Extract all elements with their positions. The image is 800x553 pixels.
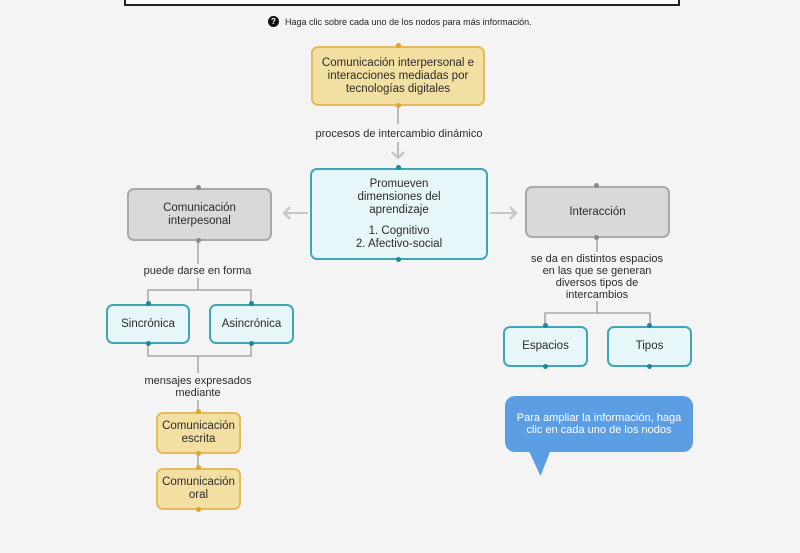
espacios-label: Espacios bbox=[522, 340, 569, 352]
root-node-label: Comunicación interpersonal e interaccion… bbox=[321, 56, 475, 95]
escrita-label: Comunicación escrita bbox=[162, 420, 235, 445]
asincronica-node[interactable]: Asincrónica bbox=[209, 304, 294, 344]
asincronica-label: Asincrónica bbox=[221, 317, 282, 330]
center-node-item-cognitivo: 1. Cognitivo bbox=[368, 224, 430, 237]
escrita-bottom-dot bbox=[196, 451, 201, 456]
oral-top-dot bbox=[196, 465, 201, 470]
right-node[interactable]: Interacción bbox=[525, 186, 670, 238]
root-node[interactable]: Comunicación interpersonal e interaccion… bbox=[311, 46, 485, 106]
center-bottom-dot bbox=[396, 257, 401, 262]
help-hint: ? Haga clic sobre cada uno de los nodos … bbox=[268, 16, 532, 27]
info-bubble-text: Para ampliar la información, haga clic e… bbox=[516, 412, 682, 436]
left-bottom-dot bbox=[196, 238, 201, 243]
tipos-bottom-dot bbox=[647, 364, 652, 369]
sincronica-bottom-dot bbox=[146, 341, 151, 346]
oral-label: Comunicación oral bbox=[162, 476, 235, 501]
sincronica-label: Sincrónica bbox=[121, 317, 175, 330]
top-frame bbox=[124, 0, 680, 6]
left-top-dot bbox=[196, 185, 201, 190]
center-top-dot bbox=[396, 165, 401, 170]
link-label-root-center: procesos de intercambio dinámico bbox=[300, 128, 498, 140]
sincronica-node[interactable]: Sincrónica bbox=[106, 304, 190, 344]
right-bottom-dot bbox=[594, 235, 599, 240]
escrita-node[interactable]: Comunicación escrita bbox=[156, 412, 241, 454]
espacios-node[interactable]: Espacios bbox=[503, 326, 588, 367]
tipos-label: Tipos bbox=[635, 340, 664, 352]
tipos-node[interactable]: Tipos bbox=[607, 326, 692, 367]
root-top-dot bbox=[396, 43, 401, 48]
center-node[interactable]: Promueven dimensiones del aprendizaje 1.… bbox=[310, 168, 488, 260]
center-node-item-afectivo: 2. Afectivo-social bbox=[355, 237, 443, 250]
help-text: Haga clic sobre cada uno de los nodos pa… bbox=[285, 16, 532, 27]
tipos-top-dot bbox=[647, 323, 652, 328]
left-node-label: Comunicación interpesonal bbox=[163, 201, 236, 227]
link-label-right-children: se da en distintos espacios en las que s… bbox=[527, 253, 667, 301]
espacios-top-dot bbox=[543, 323, 548, 328]
oral-bottom-dot bbox=[196, 507, 201, 512]
left-node[interactable]: Comunicación interpesonal bbox=[127, 188, 272, 241]
asincronica-top-dot bbox=[249, 301, 254, 306]
speech-bubble-tail bbox=[527, 448, 557, 476]
center-node-title: Promueven dimensiones del aprendizaje bbox=[357, 177, 441, 216]
info-speech-bubble: Para ampliar la información, haga clic e… bbox=[505, 396, 693, 452]
escrita-top-dot bbox=[196, 409, 201, 414]
question-circle-icon: ? bbox=[268, 16, 279, 27]
oral-node[interactable]: Comunicación oral bbox=[156, 468, 241, 510]
link-label-forms-media: mensajes expresados mediante bbox=[134, 375, 262, 399]
sincronica-top-dot bbox=[146, 301, 151, 306]
espacios-bottom-dot bbox=[543, 364, 548, 369]
asincronica-bottom-dot bbox=[249, 341, 254, 346]
right-top-dot bbox=[594, 183, 599, 188]
root-bottom-dot bbox=[396, 103, 401, 108]
right-node-label: Interacción bbox=[569, 205, 626, 218]
link-label-left-forms: puede darse en forma bbox=[130, 265, 265, 277]
